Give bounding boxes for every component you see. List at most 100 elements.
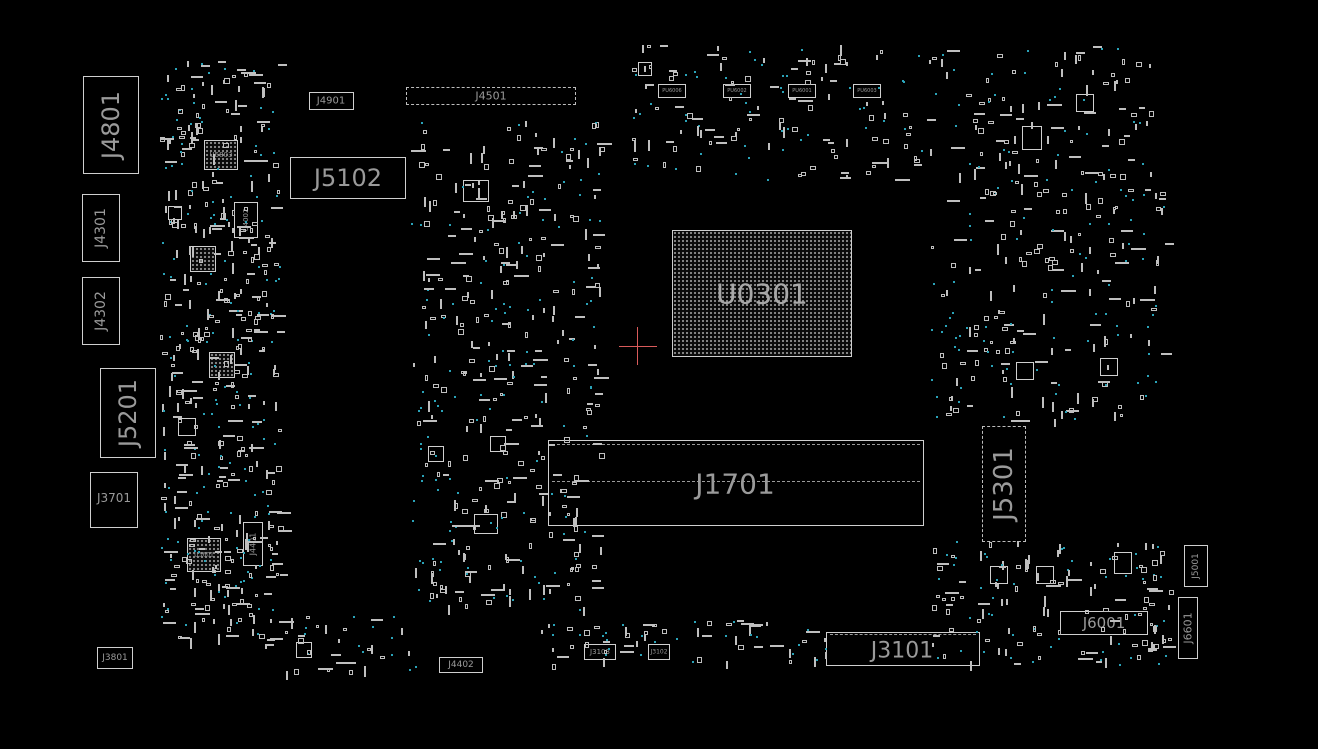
passive-pad [229,310,243,312]
via [579,194,581,196]
chip-pu6002[interactable] [723,84,751,98]
cpu-u0301[interactable] [672,230,852,357]
connector-j5102[interactable] [290,157,406,199]
chip-ic-mid-2[interactable] [474,514,498,534]
passive-pad [481,594,495,596]
passive-pad [506,247,508,258]
passive-pad [509,596,511,607]
passive-pad [766,622,768,626]
chip-u5803[interactable] [204,140,238,170]
passive-pad [210,225,225,227]
chip-ic-mid-1[interactable] [463,180,489,202]
connector-j3801[interactable] [97,647,133,669]
passive-pad [814,657,816,667]
passive-pad [246,279,249,284]
via [163,410,165,412]
chip-ic-left-2[interactable] [209,352,235,378]
via [1085,257,1087,259]
connector-j1701[interactable] [548,440,924,526]
via [931,329,933,331]
passive-pad [223,207,225,218]
connector-j4501[interactable] [406,87,576,105]
passive-pad [997,54,1003,58]
passive-pad [463,214,465,218]
chip-ic-right-7[interactable] [1114,552,1132,574]
via [586,435,588,437]
chip-ic-top-1[interactable] [638,62,652,76]
chip-ic-right-2[interactable] [1076,94,1094,112]
connector-j5301[interactable] [982,426,1026,542]
label-j4302: J4302 [93,291,109,331]
chip-ic-bottom-1[interactable] [296,642,312,658]
via [251,340,253,342]
passive-pad [274,365,276,370]
via [1163,206,1165,208]
passive-pad [595,283,600,288]
connector-j4301[interactable] [82,194,120,262]
passive-pad [620,651,634,653]
passive-pad [190,638,192,649]
via [554,572,556,574]
passive-pad [218,441,224,446]
chip-ic-right-5[interactable] [990,566,1008,584]
passive-pad [181,131,186,135]
passive-pad [215,565,217,569]
passive-pad [184,447,198,449]
connector-j5201[interactable] [100,368,156,458]
connector-j5001[interactable] [1184,545,1208,587]
chip-ic-right-6[interactable] [1036,566,1054,584]
via [198,454,200,456]
chip-pu6003[interactable] [853,84,881,98]
chip-ic-right-1[interactable] [1022,126,1042,150]
passive-pad [262,264,268,267]
via [598,173,600,175]
via [230,196,232,198]
connector-j3103[interactable] [584,644,616,660]
passive-pad [224,361,229,367]
passive-pad [792,127,798,132]
connector-j4901[interactable] [309,92,354,110]
connector-j4302[interactable] [82,277,120,345]
connector-j6601[interactable] [1178,597,1198,659]
chip-ic-right-3[interactable] [1016,362,1034,380]
passive-pad [433,582,437,586]
passive-pad [165,579,175,581]
chip-ic-left-4[interactable] [168,206,182,220]
chip-pu6001[interactable] [788,84,816,98]
via [273,152,275,154]
passive-pad [247,273,255,275]
chip-pu6006[interactable] [658,84,686,98]
chip-ic-left-3[interactable] [178,418,196,436]
passive-pad [1038,656,1041,660]
via [969,617,971,619]
passive-pad [603,658,605,667]
via [1143,194,1145,196]
connector-j3701[interactable] [90,472,138,528]
via [692,661,694,663]
connector-j4801[interactable] [83,76,139,174]
passive-pad [218,61,226,63]
via [1120,189,1122,191]
passive-pad [272,480,275,485]
chip-ic-right-4[interactable] [1100,358,1118,376]
via [487,229,489,231]
chip-ic-mid-3[interactable] [428,446,444,462]
connector-j4402[interactable] [439,657,483,673]
passive-pad [521,365,533,367]
chip-ic-left-1[interactable] [190,246,216,272]
label-j3101: J3101 [870,638,934,664]
via [1010,657,1012,659]
passive-pad [823,139,830,141]
via [476,419,478,421]
passive-pad [980,152,983,156]
passive-pad [174,206,181,208]
passive-pad [270,565,274,571]
passive-pad [768,143,770,150]
chip-j4401[interactable] [243,522,263,566]
passive-pad [254,82,266,84]
passive-pad [1034,249,1040,254]
passive-pad [469,577,471,583]
connector-j3102[interactable] [648,644,670,660]
passive-pad [593,443,602,445]
